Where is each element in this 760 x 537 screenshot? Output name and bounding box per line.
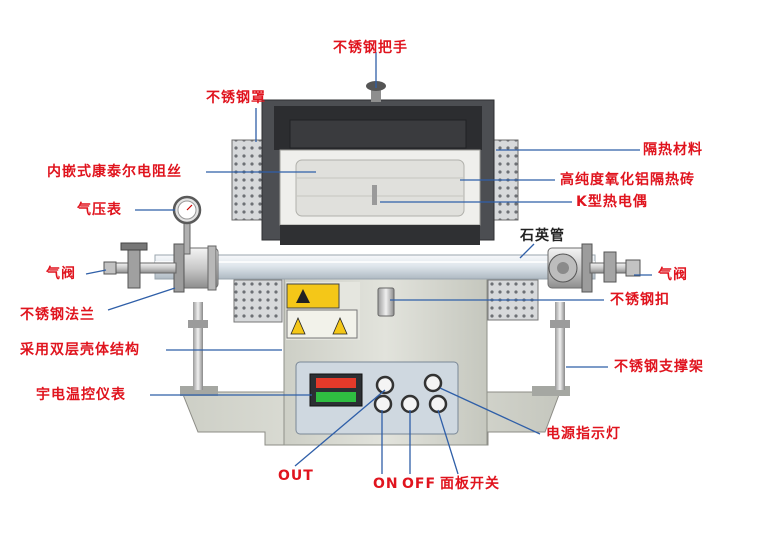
warning-stickers: [286, 283, 358, 339]
label-power-light: 电源指示灯: [546, 426, 621, 442]
label-handle: 不锈钢把手: [333, 40, 408, 56]
leader-lines: [85, 52, 652, 475]
label-off: OFF: [402, 476, 437, 492]
label-quartz-tube: 石英管: [520, 228, 565, 244]
label-thermocouple: K型热电偶: [576, 194, 648, 210]
left-valve: [103, 242, 177, 289]
quartz-tube: [154, 254, 596, 280]
label-valve-left: 气阀: [46, 266, 76, 282]
off-button: [400, 394, 420, 414]
label-valve-right: 气阀: [658, 267, 688, 283]
on-button: [373, 394, 393, 414]
left-flange: [173, 243, 219, 293]
label-support: 不锈钢支撑架: [614, 359, 704, 375]
label-heating-wire: 内嵌式康泰尔电阻丝: [47, 164, 182, 180]
temperature-controller: [309, 373, 363, 407]
pressure-gauge: [172, 195, 202, 255]
label-buckle: 不锈钢扣: [610, 292, 670, 308]
label-controller: 宇电温控仪表: [36, 387, 126, 403]
label-panel-switch: 面板开关: [440, 476, 500, 492]
label-on: ON: [373, 476, 399, 492]
label-out: OUT: [278, 468, 314, 484]
right-flange: [547, 243, 593, 293]
label-flange: 不锈钢法兰: [20, 307, 95, 323]
left-vent-panel: [233, 279, 283, 323]
right-valve: [589, 251, 641, 283]
power-light: [423, 373, 443, 393]
label-alumina-brick: 高纯度氧化铝隔热砖: [560, 172, 695, 188]
label-insulation: 隔热材料: [643, 142, 703, 158]
label-pressure-gauge: 气压表: [77, 202, 122, 218]
stainless-buckle: [377, 287, 395, 317]
label-double-shell: 采用双层壳体结构: [20, 342, 140, 358]
panel-switch: [428, 394, 448, 414]
label-hood: 不锈钢罩: [206, 90, 266, 106]
out-knob: [375, 375, 395, 395]
